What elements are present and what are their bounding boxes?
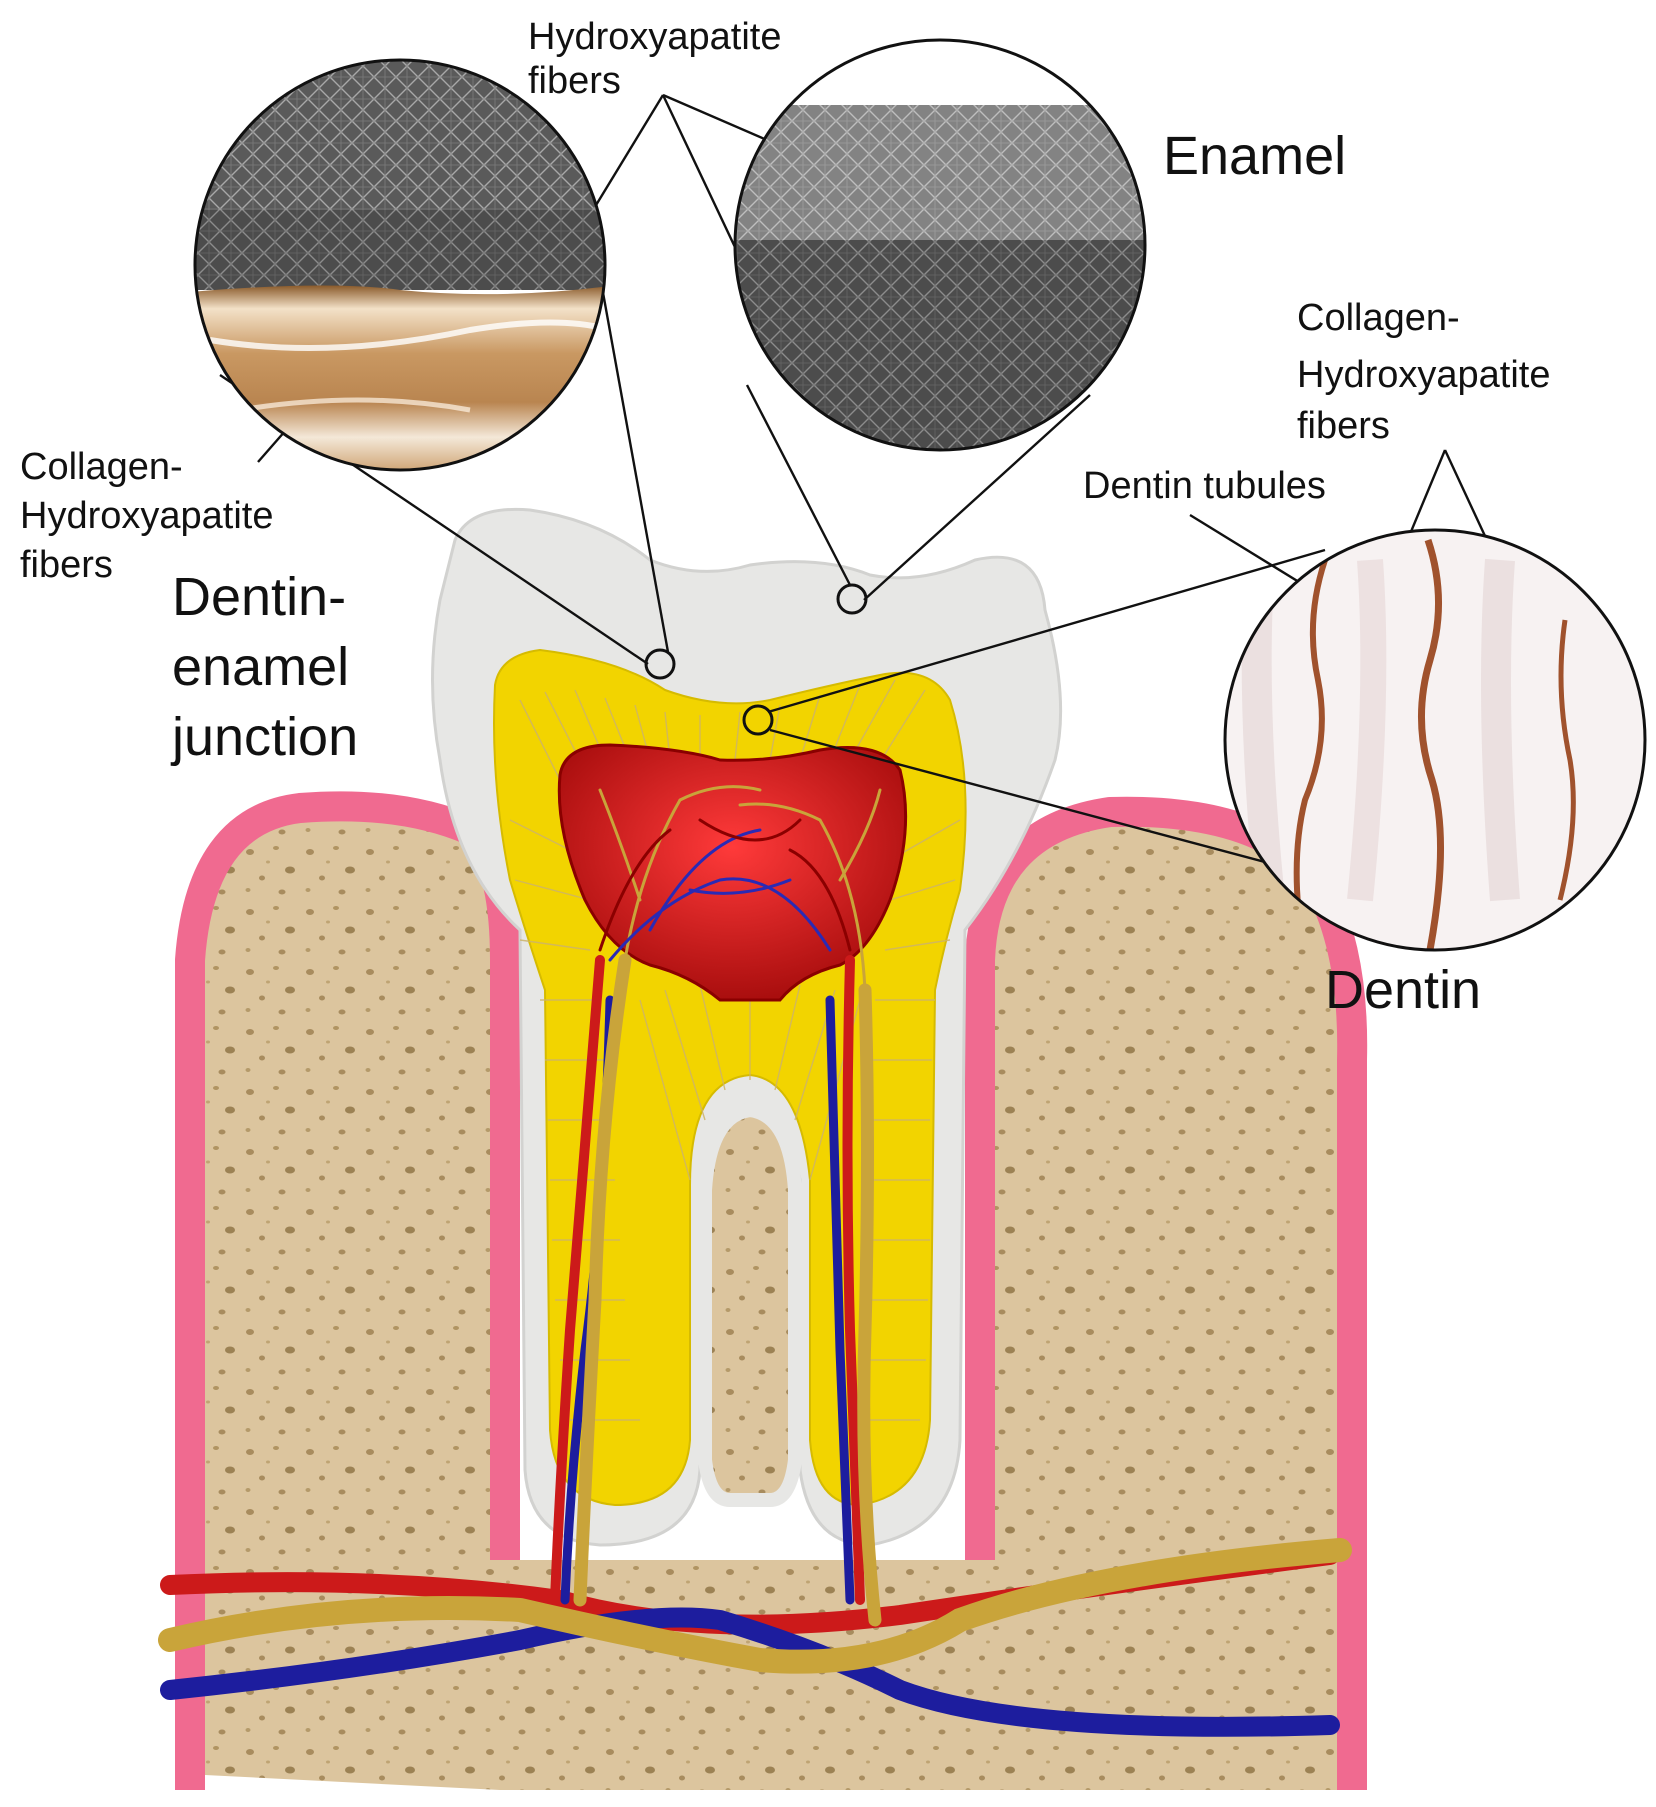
label-dentin: Dentin [1325,960,1482,1020]
label-dej-line1: Dentin- [172,567,347,627]
label-enamel: Enamel [1163,126,1347,186]
label-dej-line3: junction [172,707,359,767]
label-dentin-tubules: Dentin tubules [1083,465,1326,507]
dentin-marker-circle [742,704,774,736]
label-collagen-right-line3: fibers [1297,405,1390,447]
blood-vessels-and-nerves [158,785,1352,1737]
root-canal-lining [698,1102,802,1507]
label-collagen-right-line1: Collagen- [1297,297,1460,339]
label-dej-line2: enamel [172,637,350,697]
label-hydroxyapatite-fibers-line1: Hydroxyapatite [528,16,782,58]
label-collagen-left-line1: Collagen- [20,446,183,488]
label-collagen-right-line2: Hydroxyapatite [1297,354,1551,396]
magnified-enamel-circle [733,38,1147,452]
label-collagen-left-line2: Hydroxyapatite [20,495,274,537]
magnified-dentin-circle [1223,528,1647,952]
label-hydroxyapatite-fibers-line2: fibers [528,60,621,102]
pulp-chamber [557,743,908,1002]
label-collagen-left-line3: fibers [20,544,113,586]
magnified-dej-circle [193,58,607,472]
